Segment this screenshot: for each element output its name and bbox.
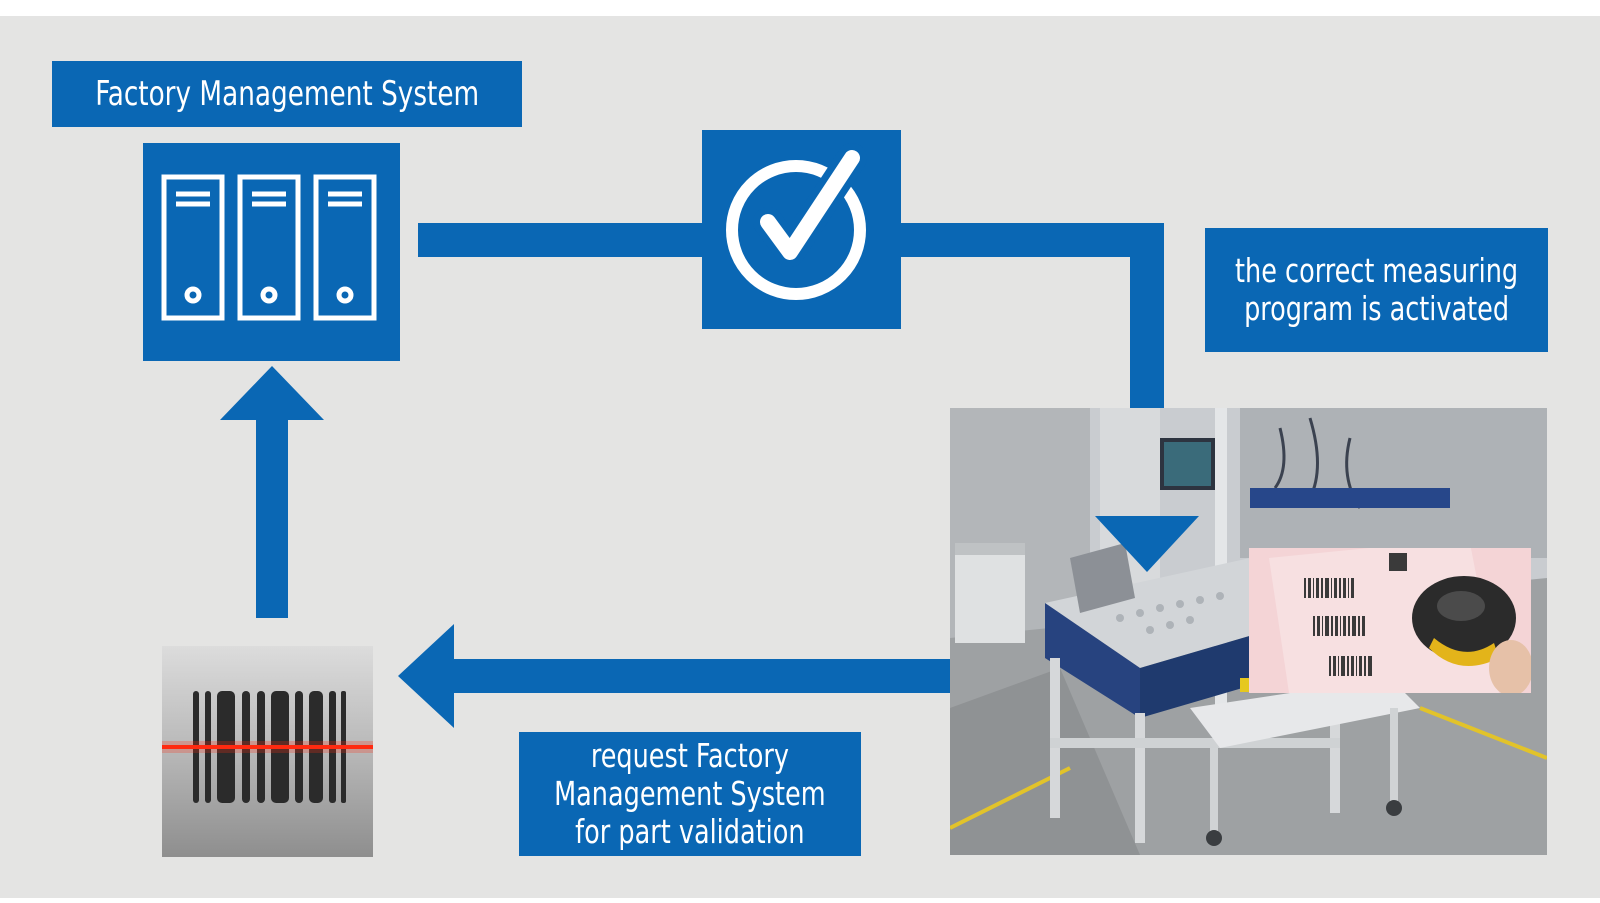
request-line-1: request Factory	[590, 736, 790, 776]
arrow-up-to-servers-icon	[220, 366, 324, 618]
arrow-left-to-barcode-icon	[398, 624, 1016, 728]
server-rack-icon	[161, 174, 377, 321]
request-line-2: Management System	[554, 774, 826, 814]
barcode-scanner-icon	[162, 691, 373, 803]
server-rack-box	[143, 143, 400, 361]
activated-line-2: program is activated	[1243, 289, 1509, 328]
program-activated-label: the correct measuring program is activat…	[1205, 228, 1548, 352]
request-line-3: for part validation	[575, 811, 805, 851]
connector-servers-to-check	[418, 223, 708, 257]
diagram-canvas: Factory Management System	[0, 16, 1600, 898]
activated-line-1: the correct measuring	[1234, 251, 1519, 291]
connector-check-to-station-horizontal	[900, 223, 1164, 257]
handheld-scanner-photo	[1249, 548, 1531, 693]
barcode-scan-tile	[162, 646, 373, 857]
arrow-down-into-station-icon	[1095, 516, 1199, 572]
validation-check-box	[702, 130, 901, 329]
factory-management-system-title: Factory Management System	[52, 61, 522, 127]
request-validation-label: request Factory Management System for pa…	[519, 732, 861, 856]
checkmark-circle-icon	[726, 143, 867, 300]
factory-measuring-station-photo	[950, 408, 1547, 855]
